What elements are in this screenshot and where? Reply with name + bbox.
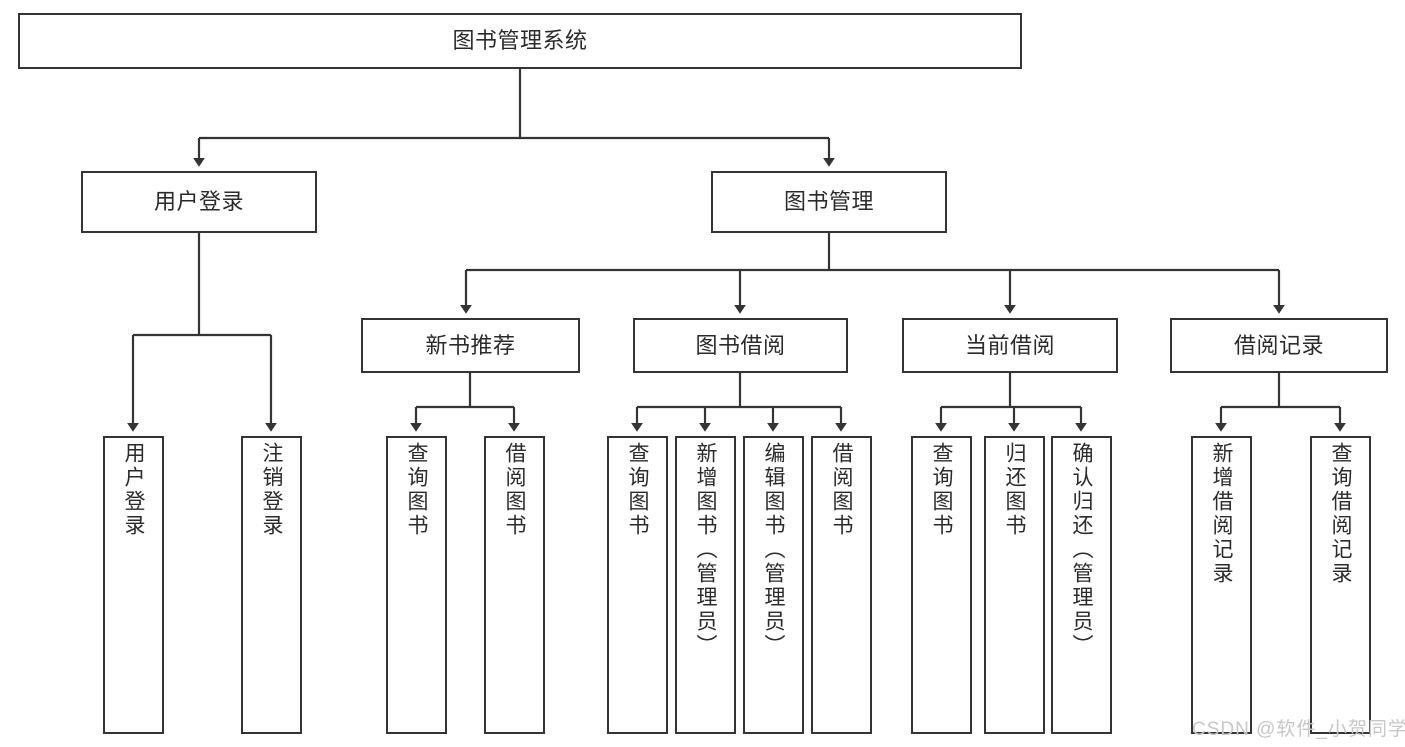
node-label: 图书管理 bbox=[783, 189, 874, 215]
node-leaf-query-book-1[interactable]: 查询图书 bbox=[386, 436, 447, 734]
node-leaf-return-book[interactable]: 归还图书 bbox=[984, 436, 1045, 734]
node-label: 借阅图书 bbox=[830, 442, 853, 538]
node-book-borrow[interactable]: 图书借阅 bbox=[633, 318, 848, 373]
node-label: 新书推荐 bbox=[425, 332, 516, 358]
node-label: 查询图书 bbox=[930, 442, 953, 538]
node-label: 借阅记录 bbox=[1233, 332, 1324, 358]
node-label: 图书借阅 bbox=[695, 332, 786, 358]
node-label: 图书管理系统 bbox=[452, 28, 588, 54]
node-leaf-query-record[interactable]: 查询借阅记录 bbox=[1310, 436, 1371, 734]
node-root[interactable]: 图书管理系统 bbox=[18, 13, 1022, 69]
node-label: 借阅图书 bbox=[503, 442, 526, 538]
node-leaf-borrow-book-2[interactable]: 借阅图书 bbox=[811, 436, 872, 734]
node-label: 当前借阅 bbox=[964, 332, 1055, 358]
node-new-book-recommend[interactable]: 新书推荐 bbox=[361, 318, 580, 373]
node-label: 注销登录 bbox=[260, 442, 283, 538]
connector-book-manage-to-level2 bbox=[460, 233, 1285, 314]
node-leaf-confirm-return[interactable]: 确认归还（管理员） bbox=[1051, 436, 1112, 734]
node-leaf-query-book-2[interactable]: 查询图书 bbox=[607, 436, 668, 734]
node-label: 用户登录 bbox=[153, 189, 244, 215]
connector-user-login-to-leaves bbox=[127, 233, 277, 432]
node-borrow-record[interactable]: 借阅记录 bbox=[1170, 318, 1388, 373]
node-label: 归还图书 bbox=[1003, 442, 1026, 538]
node-leaf-add-book[interactable]: 新增图书（管理员） bbox=[675, 436, 736, 734]
connector-current-borrow-to-leaves bbox=[935, 373, 1087, 432]
node-label: 查询图书 bbox=[405, 442, 428, 538]
node-label: 查询图书 bbox=[626, 442, 649, 538]
node-label: 新增借阅记录 bbox=[1210, 442, 1233, 586]
node-leaf-logout[interactable]: 注销登录 bbox=[241, 436, 302, 734]
node-label: 新增图书（管理员） bbox=[694, 442, 717, 658]
node-book-manage[interactable]: 图书管理 bbox=[711, 171, 947, 233]
node-leaf-borrow-book-1[interactable]: 借阅图书 bbox=[484, 436, 545, 734]
node-label: 查询借阅记录 bbox=[1329, 442, 1352, 586]
connector-root-to-level1 bbox=[193, 69, 835, 167]
node-label: 确认归还（管理员） bbox=[1070, 442, 1093, 658]
node-user-login[interactable]: 用户登录 bbox=[81, 171, 317, 233]
connector-group bbox=[127, 69, 1346, 432]
node-label: 用户登录 bbox=[122, 442, 145, 538]
connector-book-borrow-to-leaves bbox=[631, 373, 847, 432]
connector-new-book-recommend-to-leaves bbox=[410, 373, 520, 432]
node-leaf-user-login[interactable]: 用户登录 bbox=[103, 436, 164, 734]
node-current-borrow[interactable]: 当前借阅 bbox=[902, 318, 1118, 373]
node-label: 编辑图书（管理员） bbox=[762, 442, 785, 658]
node-leaf-edit-book[interactable]: 编辑图书（管理员） bbox=[743, 436, 804, 734]
connector-borrow-record-to-leaves bbox=[1215, 373, 1346, 432]
node-leaf-query-book-3[interactable]: 查询图书 bbox=[911, 436, 972, 734]
node-leaf-add-record[interactable]: 新增借阅记录 bbox=[1191, 436, 1252, 734]
